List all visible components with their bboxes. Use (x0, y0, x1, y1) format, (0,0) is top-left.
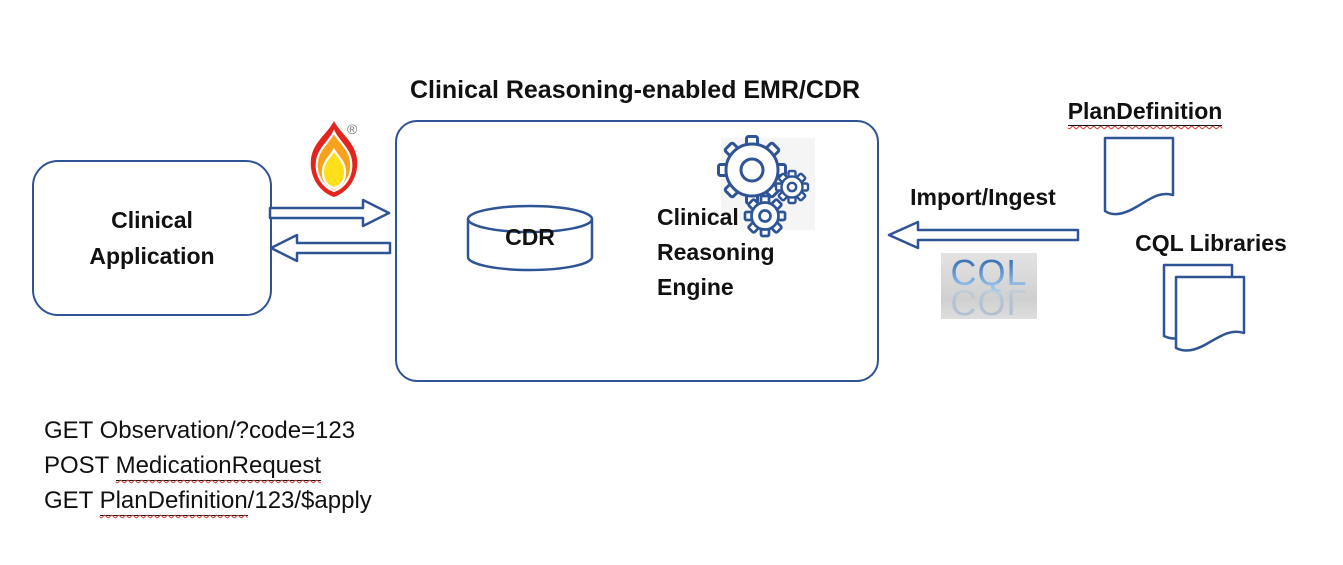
cdr-label: CDR (505, 224, 555, 250)
plan-definition-document-icon (1103, 136, 1175, 216)
plan-definition-label: PlanDefinition (1067, 98, 1223, 126)
registered-trademark-icon: ® (347, 121, 358, 137)
gears-icon (717, 135, 810, 238)
api-call-observation: GET Observation/?code=123 (44, 417, 356, 444)
reasoning-engine-label: Clinical Reasoning Engine (657, 204, 775, 300)
cql-logo-reflection: CQL (950, 282, 1027, 319)
api-call-plan-definition-apply: GET PlanDefinition/123/$apply (44, 487, 372, 516)
import-arrow-left-icon (887, 220, 1080, 250)
request-arrow-right-icon (268, 198, 391, 228)
cql-logo: CQL CQL (941, 253, 1037, 319)
import-ingest-label: Import/Ingest (910, 184, 1056, 210)
cql-libraries-documents-icon (1162, 263, 1246, 352)
cql-libraries-label: CQL Libraries (1135, 230, 1287, 256)
api-call-medication-request: POST MedicationRequest (44, 452, 322, 481)
fhir-flame-icon (310, 121, 358, 197)
clinical-application-box: Clinical Application (32, 160, 272, 316)
clinical-application-label: Clinical Application (89, 207, 215, 269)
diagram-title: Clinical Reasoning-enabled EMR/CDR (409, 76, 861, 104)
cdr-database-cylinder-icon (466, 204, 594, 272)
response-arrow-left-icon (269, 233, 392, 263)
cql-logo-text: CQL (950, 253, 1028, 293)
